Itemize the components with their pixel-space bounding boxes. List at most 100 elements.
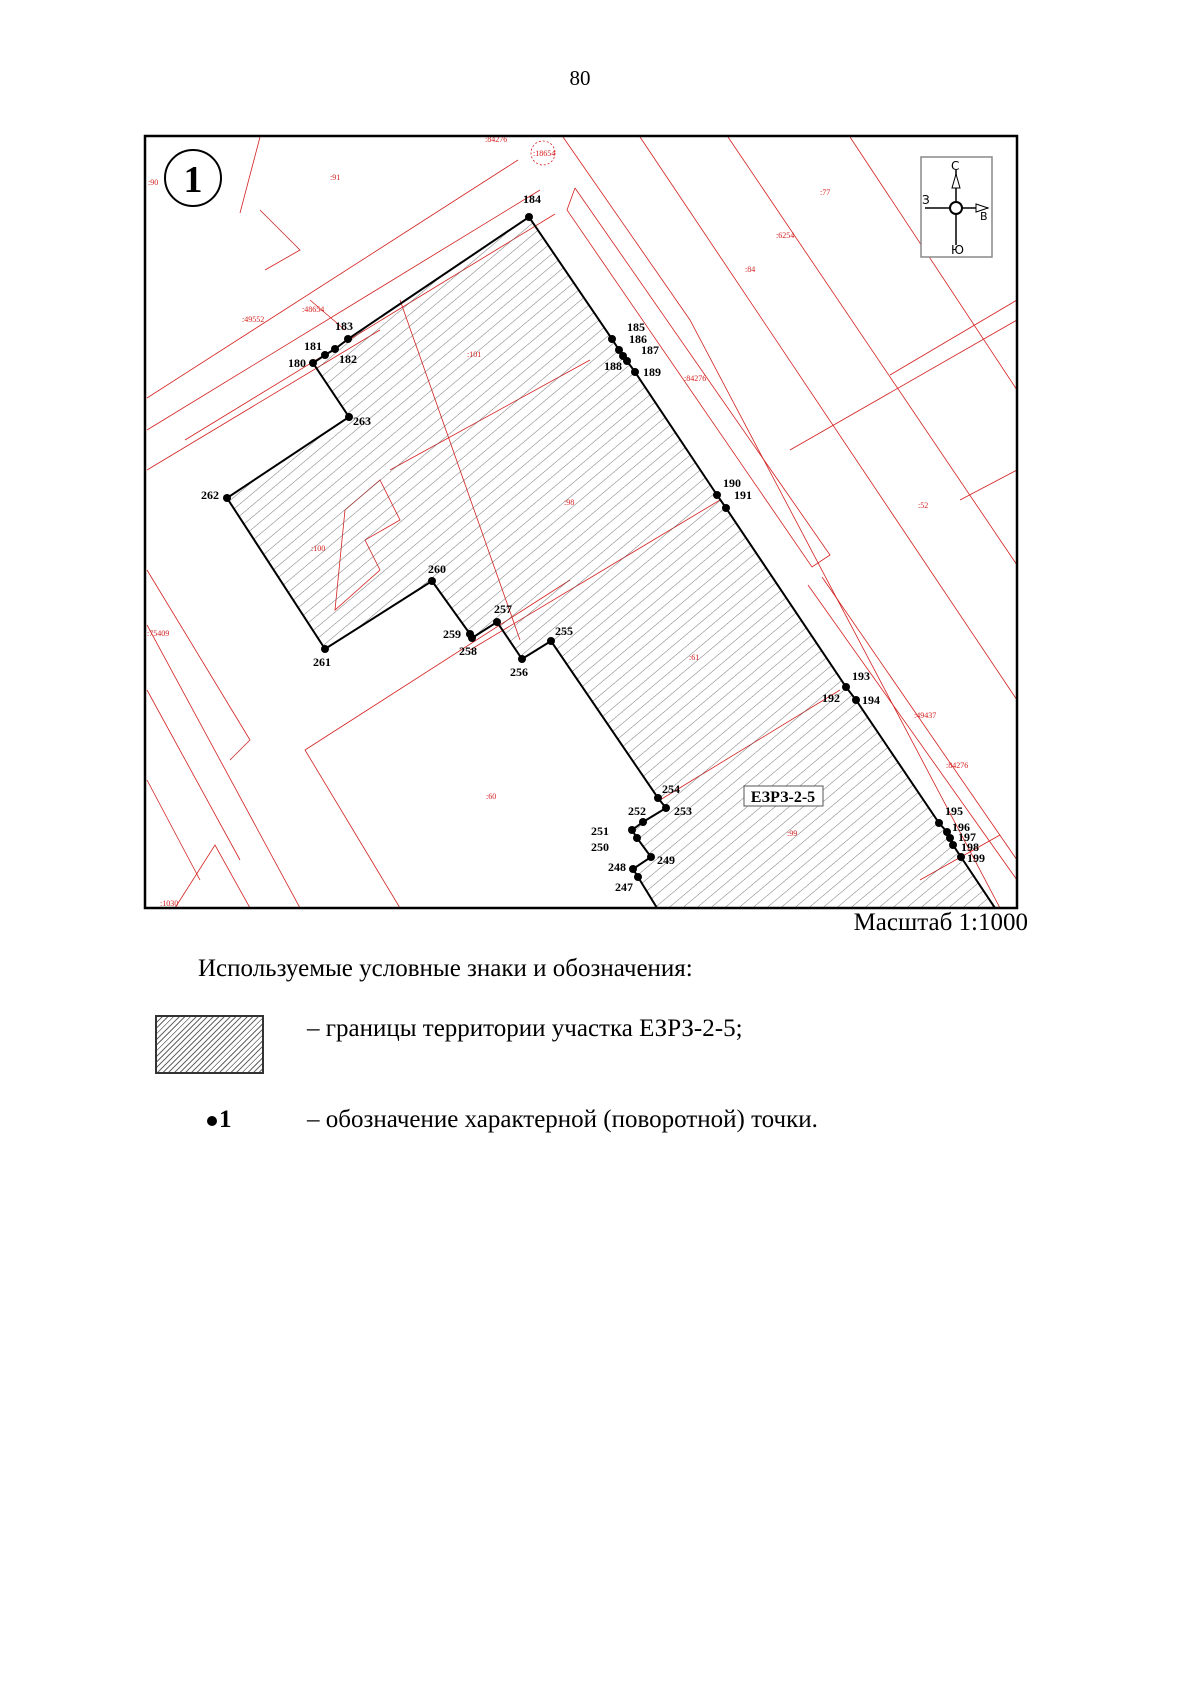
- turning-point-194: [852, 696, 860, 704]
- point-label-193: 193: [852, 669, 870, 683]
- point-label-187: 187: [641, 343, 659, 357]
- turning-point-193: [842, 683, 850, 691]
- parcel-number-label: :84: [745, 265, 755, 274]
- svg-text:С: С: [951, 159, 959, 173]
- parcel-marker-circle: [530, 140, 556, 166]
- point-label-198: 198: [961, 840, 979, 854]
- point-label-182: 182: [339, 352, 357, 366]
- turning-point-180: [309, 359, 317, 367]
- parcel-line: [304, 749, 401, 908]
- turning-point-184: [525, 213, 533, 221]
- turning-point-198: [949, 841, 957, 849]
- turning-point-250: [633, 834, 641, 842]
- zone-label: ЕЗРЗ-2-5: [751, 789, 815, 806]
- parcel-number-label: :60: [486, 792, 496, 801]
- turning-point-181: [321, 351, 329, 359]
- map-scale: Масштаб 1:1000: [853, 909, 1028, 936]
- parcel-number-label: :84276: [946, 761, 968, 770]
- legend-point-symbol: 1: [207, 1106, 232, 1134]
- point-label-184: 184: [523, 192, 541, 206]
- point-label-259: 259: [443, 627, 461, 641]
- parcel-line: [727, 136, 1017, 566]
- turning-point-248: [629, 865, 637, 873]
- point-label-249: 249: [657, 853, 675, 867]
- point-label-255: 255: [555, 624, 573, 638]
- turning-point-190: [713, 491, 721, 499]
- zone-label-box: [743, 785, 824, 807]
- parcel-number-label: :61: [689, 653, 699, 662]
- north-arrow-icon: [951, 172, 961, 189]
- point-label-183: 183: [335, 319, 353, 333]
- turning-point-252: [639, 818, 647, 826]
- parcel-line: [309, 299, 346, 331]
- turning-point-261: [321, 645, 329, 653]
- turning-point-247: [634, 873, 642, 881]
- turning-point-191: [722, 504, 730, 512]
- point-label-188: 188: [604, 359, 622, 373]
- point-label-180: 180: [288, 356, 306, 370]
- point-label-195: 195: [945, 804, 963, 818]
- point-label-247: 247: [615, 880, 633, 894]
- east-arrow-icon: [975, 203, 990, 213]
- point-label-252: 252: [628, 804, 646, 818]
- parcel-number-label: :101: [467, 350, 481, 359]
- turning-point-256: [518, 655, 526, 663]
- parcel-number-label: :75409: [147, 629, 169, 638]
- parcel-number-label: :91: [330, 173, 340, 182]
- point-label-181: 181: [304, 339, 322, 353]
- parcel-number-label: :6254: [776, 231, 794, 240]
- turning-point-185: [608, 335, 616, 343]
- turning-point-186: [615, 346, 623, 354]
- turning-point-257: [493, 618, 501, 626]
- parcel-line: [849, 136, 1017, 391]
- parcel-line: [146, 779, 201, 881]
- svg-text:З: З: [922, 193, 930, 207]
- turning-point-183: [344, 335, 352, 343]
- parcel-number-label: :49437: [914, 711, 936, 720]
- parcel-number-label: :90: [148, 178, 158, 187]
- point-label-189: 189: [643, 365, 661, 379]
- parcel-line: [146, 189, 541, 431]
- page-number: 80: [569, 66, 591, 90]
- turning-point-196: [943, 828, 951, 836]
- map-frame: [143, 134, 1019, 910]
- parcel-number-label: :99: [787, 829, 797, 838]
- point-label-250: 250: [591, 840, 609, 854]
- point-label-253: 253: [674, 804, 692, 818]
- parcel-number-label: :1030: [160, 899, 178, 908]
- parcel-line: [174, 844, 251, 908]
- turning-point-259: [466, 630, 474, 638]
- legend-point-text: – обозначение характерной (поворотной) т…: [307, 1106, 818, 1133]
- point-icon: [207, 1116, 217, 1127]
- turning-point-197: [946, 834, 954, 842]
- parcel-line: [146, 159, 519, 399]
- point-label-262: 262: [201, 488, 219, 502]
- point-label-197: 197: [958, 830, 976, 844]
- parcel-number-label: :52: [918, 501, 928, 510]
- turning-point-188: [623, 357, 631, 365]
- turning-point-199: [957, 853, 965, 861]
- parcel-line: [639, 136, 1017, 701]
- parcel-line: [146, 689, 241, 861]
- point-label-263: 263: [353, 414, 371, 428]
- point-label-248: 248: [608, 860, 626, 874]
- turning-point-260: [428, 577, 436, 585]
- parcel-line: [146, 569, 251, 761]
- parcel-number-label: :18654: [533, 149, 555, 158]
- parcel-line: [959, 469, 1017, 501]
- parcel-number-label: :98: [564, 498, 574, 507]
- turning-point-254: [654, 794, 662, 802]
- legend-hatch-text: – границы территории участка ЕЗРЗ-2-5;: [307, 1015, 743, 1042]
- point-label-185: 185: [627, 320, 645, 334]
- compass-rose: С З В Ю: [920, 156, 993, 258]
- parcel-number-label: :84276: [485, 135, 507, 144]
- parcel-line: [239, 136, 261, 214]
- point-label-199: 199: [967, 851, 985, 865]
- parcel-line: [821, 576, 1017, 861]
- point-label-194: 194: [862, 693, 880, 707]
- point-label-254: 254: [662, 782, 680, 796]
- parcel-line: [562, 136, 1001, 908]
- parcel-line: [807, 584, 1017, 881]
- svg-text:Ю: Ю: [951, 243, 964, 257]
- turning-point-263: [345, 413, 353, 421]
